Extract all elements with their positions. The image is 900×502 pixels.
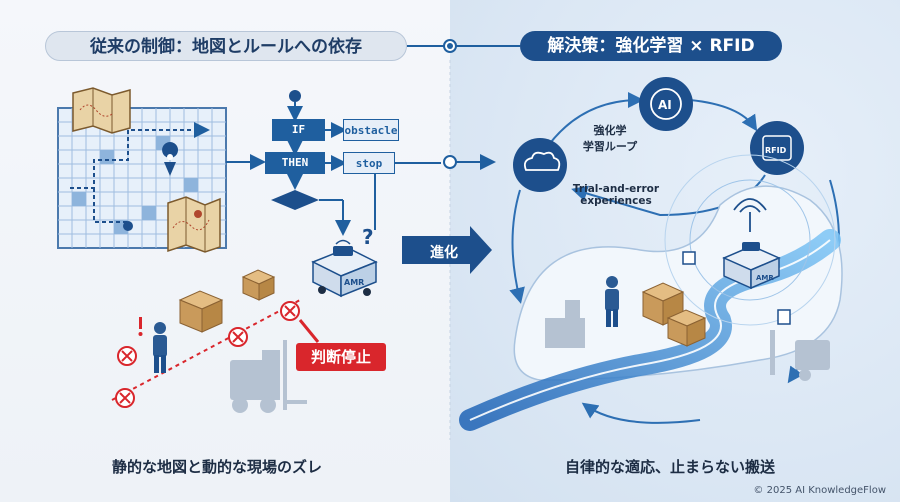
evolve-arrow [402, 226, 492, 274]
right-caption: 自律的な適応、止まらない搬送 [565, 458, 776, 476]
left-robot-label: AMR [344, 278, 364, 287]
stop-box: stop [343, 152, 395, 174]
if-box: IF [272, 119, 325, 141]
left-title: 従来の制御：地図とルールへの依存 [45, 31, 407, 61]
brain-cloud-icon [513, 138, 567, 192]
amr-robot-icon-right: AMR [722, 242, 781, 290]
worker-icon [153, 322, 167, 373]
then-box: THEN [265, 152, 325, 174]
error-x-icon-2 [115, 388, 135, 408]
rule-flowchart [271, 90, 441, 236]
floor-path [111, 299, 301, 401]
worker-icon-right [605, 276, 619, 327]
copyright: © 2025 AI KnowledgeFlow [753, 485, 886, 496]
connector-node [443, 155, 457, 169]
forklift-silhouette-right [770, 330, 830, 381]
error-x-icon-3 [228, 327, 248, 347]
right-robot-label: AMR [756, 274, 774, 282]
rfid-label: RFID [765, 146, 787, 155]
trial-line2: experiences [580, 195, 652, 207]
question-mark-icon: ? [362, 225, 374, 249]
left-caption: 静的な地図と動的な現場のズレ [112, 458, 323, 476]
loop-label-line2: 学習ループ [582, 140, 638, 153]
forklift-icon [230, 340, 307, 413]
title-connector [407, 39, 520, 53]
stop-pointer [298, 319, 320, 343]
paper-map-icon-2 [167, 196, 221, 253]
right-title: 解決策：強化学習 × RFID [520, 31, 782, 61]
radio-wave-icon [664, 154, 836, 326]
evolve-label: 進化 [430, 245, 458, 261]
ai-chip-icon: AI [639, 77, 693, 131]
rfid-small-tag-icon [682, 251, 791, 325]
trial-line1: Trial-and-error [572, 183, 660, 195]
cardboard-box-stack-icon [641, 282, 707, 347]
svg-text:?: ? [362, 225, 374, 249]
exclamation-icon [138, 317, 143, 336]
loop-label: 強化学 学習ループ [578, 122, 642, 154]
ai-label: AI [658, 98, 672, 112]
judgment-stop-badge: 判断停止 [296, 343, 386, 371]
trial-label: Trial-and-error experiences [560, 183, 672, 207]
loop-label-line1: 強化学 [593, 124, 627, 137]
amr-robot-icon: AMR [311, 239, 378, 298]
error-x-icon [117, 346, 137, 366]
shelf-silhouette [545, 300, 585, 348]
cardboard-box-icon-2 [241, 269, 276, 301]
map-pin-icon [162, 142, 179, 176]
rfid-tag-icon: RFID [750, 121, 804, 175]
obstacle-box: obstacle [343, 119, 399, 141]
cardboard-box-icon [178, 290, 224, 333]
left-panel [0, 0, 450, 502]
paper-map-icon [72, 87, 131, 134]
error-x-icon-4 [280, 301, 300, 321]
